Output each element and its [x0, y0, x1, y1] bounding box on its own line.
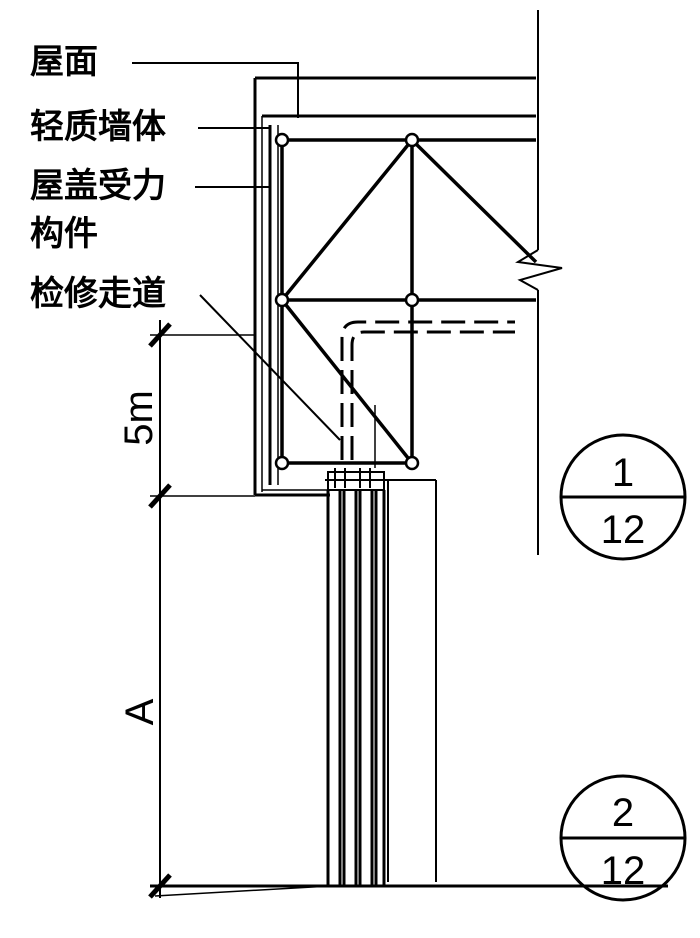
label-roof: 屋面	[30, 42, 98, 82]
truss-node	[404, 455, 420, 471]
label-roof-member-line2: 构件	[30, 214, 98, 254]
label-light-wall: 轻质墙体	[30, 107, 166, 147]
truss-node	[404, 132, 420, 148]
leader-lines	[132, 62, 341, 441]
truss-node	[274, 455, 290, 471]
dimension-tick	[148, 873, 172, 899]
label-walkway: 检修走道	[30, 274, 166, 314]
hangers	[325, 405, 388, 491]
pipes	[326, 490, 386, 885]
walkway-dashed	[340, 320, 515, 460]
column	[387, 479, 437, 882]
section-ref-2: 2 12	[559, 774, 687, 902]
section-ref-2-bottom: 12	[601, 849, 646, 893]
dimension-tick	[148, 483, 172, 509]
leader-walkway	[199, 294, 341, 441]
truss-node	[404, 292, 420, 308]
ground-slope	[154, 885, 331, 897]
dimension-lower: A	[118, 698, 162, 725]
dimension-upper: 5m	[117, 390, 161, 446]
truss-node	[274, 292, 290, 308]
section-ref-1: 1 12	[559, 433, 687, 561]
section-ref-2-top: 2	[612, 791, 634, 835]
leader-roof	[132, 62, 299, 118]
roof-structure	[253, 10, 563, 555]
dimension-tick	[148, 322, 172, 348]
truss-node	[274, 132, 290, 148]
dimension-line	[148, 320, 255, 899]
section-ref-1-top: 1	[612, 451, 634, 495]
truss-nodes	[274, 132, 420, 471]
section-ref-1-bottom: 12	[601, 508, 646, 552]
label-roof-member-line1: 屋盖受力	[30, 166, 166, 206]
